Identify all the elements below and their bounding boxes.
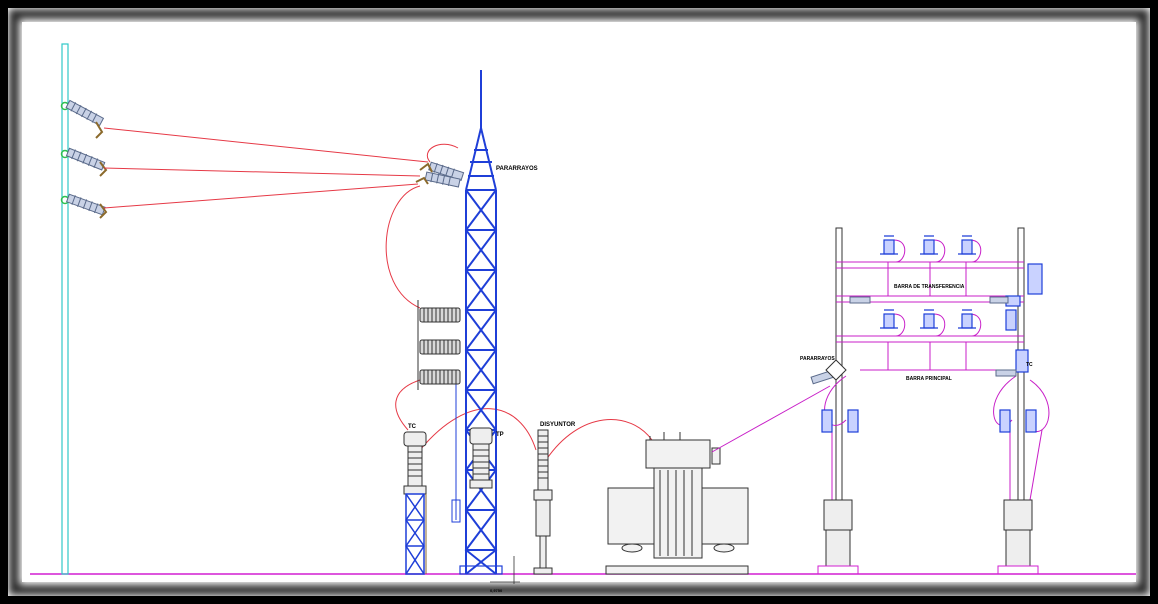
- tc-left: [403, 431, 427, 575]
- feeder-line: [711, 385, 831, 453]
- tower-insulators: [424, 161, 465, 188]
- pole-insulators: [65, 99, 106, 216]
- tower-ground-cable: [451, 380, 461, 523]
- label-dimension: 0,9750: [490, 588, 503, 593]
- label-disyuntor: DISYUNTOR: [540, 422, 576, 428]
- label-pararrayos-right: PARARRAYOS: [800, 356, 835, 362]
- pole-clamps: [95, 121, 108, 219]
- dimension-marker: [490, 556, 520, 584]
- disyuntor: [533, 429, 553, 575]
- right-structure: [810, 227, 1050, 575]
- incoming-lines: [103, 127, 653, 461]
- label-tc-left: TC: [408, 424, 417, 430]
- label-tp: TP: [496, 432, 504, 438]
- label-pararrayos-top: PARARRAYOS: [496, 166, 538, 172]
- inner-shadow-frame: [9, 9, 1149, 595]
- suspended-arresters: [417, 300, 461, 390]
- label-barra-transferencia: BARRA DE TRANSFERENCIA: [894, 284, 965, 290]
- label-tc-right: TC: [1026, 362, 1033, 368]
- label-barra-principal: BARRA PRINCIPAL: [906, 376, 952, 382]
- power-transformer: [605, 432, 749, 575]
- tp: [469, 427, 493, 489]
- tower-clamps: [415, 162, 433, 185]
- lattice-tower: [459, 70, 503, 575]
